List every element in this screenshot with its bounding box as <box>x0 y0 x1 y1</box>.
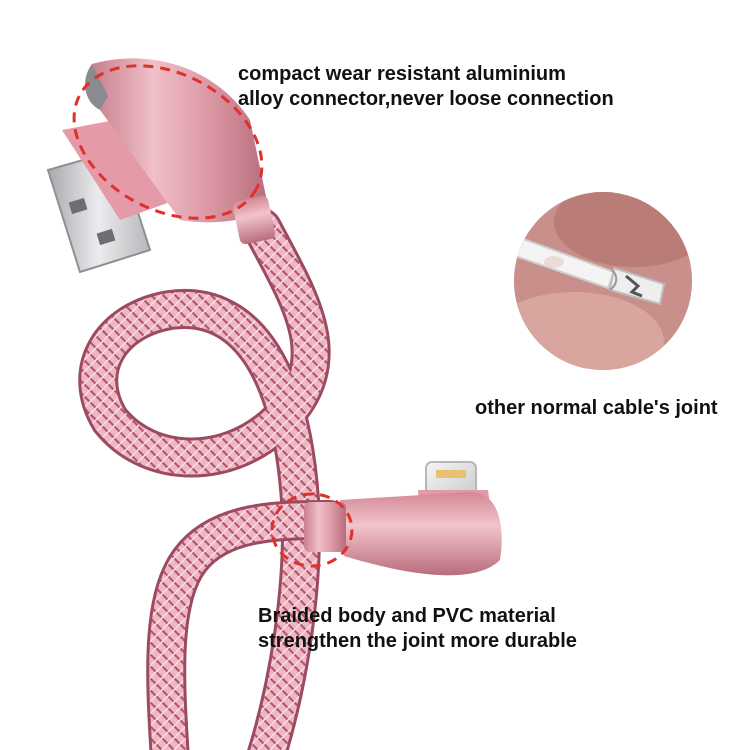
connector-caption: compact wear resistant aluminium alloy c… <box>238 62 614 112</box>
connector-caption-line-2: alloy connector,never loose connection <box>238 88 614 110</box>
normal-joint-caption: other normal cable's joint <box>475 396 718 421</box>
connector-caption-line-1: compact wear resistant aluminium <box>238 63 566 85</box>
normal-cable-joint-inset <box>514 192 692 370</box>
braided-caption: Braided body and PVC material strengthen… <box>258 604 577 654</box>
braided-caption-line-1: Braided body and PVC material <box>258 605 556 627</box>
usb-joint-highlight <box>72 64 264 220</box>
lightning-connector <box>304 461 502 576</box>
normal-joint-caption-text: other normal cable's joint <box>475 397 718 419</box>
braided-cable <box>78 208 350 750</box>
braided-caption-line-2: strengthen the joint more durable <box>258 630 577 652</box>
lightning-joint-highlight <box>270 492 354 568</box>
